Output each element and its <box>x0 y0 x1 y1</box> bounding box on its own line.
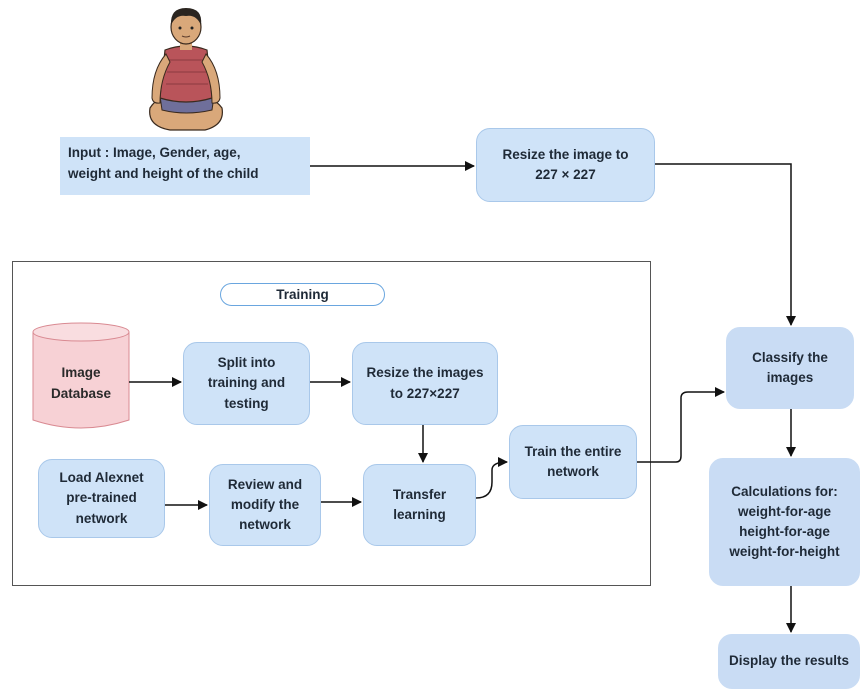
split-node: Split into training and testing <box>183 342 310 425</box>
train-entire-node: Train the entire network <box>509 425 637 499</box>
transfer-learning-node: Transfer learning <box>363 464 476 546</box>
review-modify-node: Review and modify the network <box>209 464 321 546</box>
arrow-train-to-classify <box>637 387 725 463</box>
input-label: Input : <box>68 145 110 160</box>
resize-input-image-node: Resize the image to 227 × 227 <box>476 128 655 202</box>
input-box: Input : Image, Gender, age, weight and h… <box>60 137 310 195</box>
resize-images-node: Resize the images to 227×227 <box>352 342 498 425</box>
arrow-resize-to-classify <box>655 163 796 326</box>
display-results-node: Display the results <box>718 634 860 689</box>
training-title: Training <box>220 283 385 306</box>
input-line2: weight and height of the child <box>68 165 259 181</box>
load-alexnet-node: Load Alexnet pre-trained network <box>38 459 165 538</box>
training-frame <box>12 261 651 586</box>
arrow-transfer-to-train <box>475 457 508 499</box>
image-database-label: Image Database <box>50 365 112 401</box>
input-line1: Image, Gender, age, <box>113 145 241 160</box>
calculations-node: Calculations for: weight-for-age height-… <box>709 458 860 586</box>
classify-images-node: Classify the images <box>726 327 854 409</box>
